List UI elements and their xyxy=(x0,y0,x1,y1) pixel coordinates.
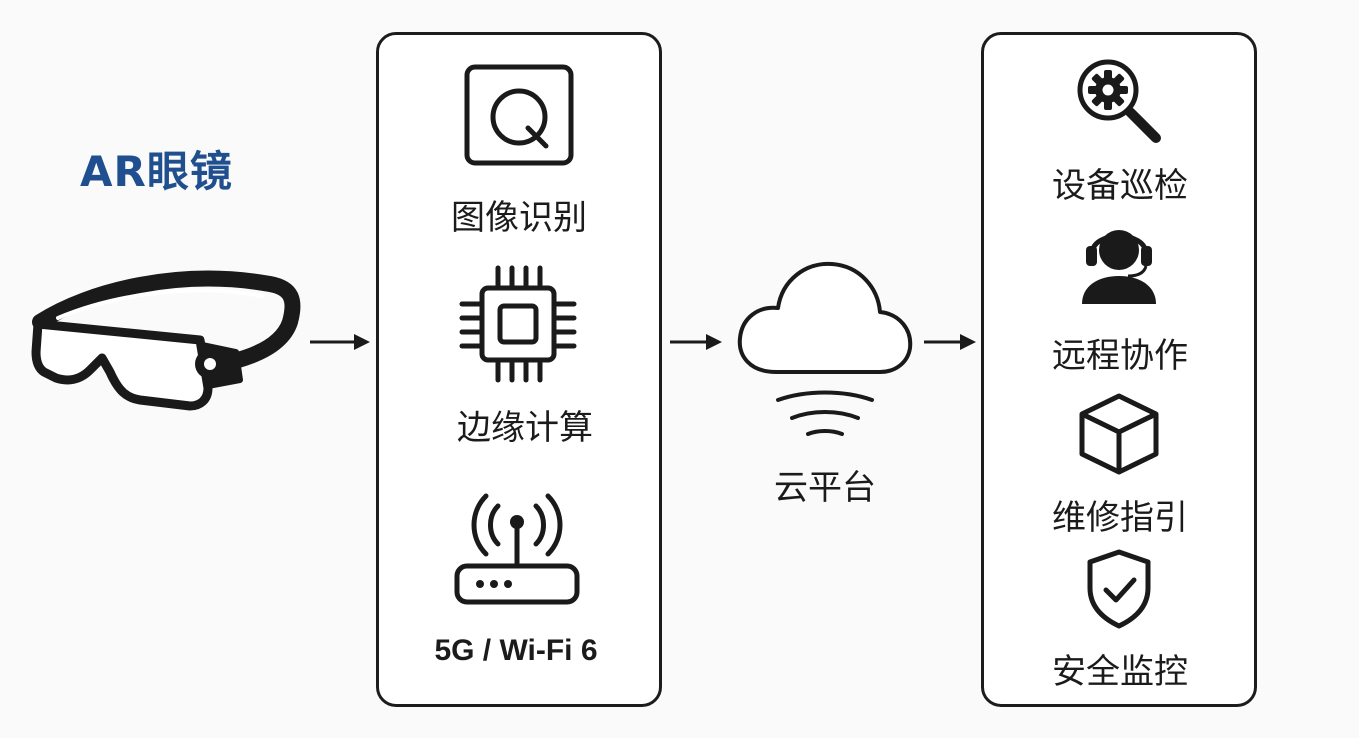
wireless-router-icon xyxy=(454,493,580,605)
cube-icon xyxy=(1079,393,1159,475)
gear-search-icon xyxy=(1077,59,1161,143)
service-item-label-remote-collab: 远程协作 xyxy=(1052,336,1188,376)
arrow-right-icon xyxy=(310,334,370,350)
service-item-label-safety: 安全监控 xyxy=(1052,652,1188,692)
ar-glasses-icon xyxy=(31,270,301,411)
shield-check-icon xyxy=(1087,549,1151,629)
device-title: AR眼镜 xyxy=(80,147,233,196)
arrow-right-icon xyxy=(924,334,976,350)
cloud-icon xyxy=(737,261,913,436)
arrow-right-icon xyxy=(670,334,722,350)
image-recognition-icon xyxy=(464,64,574,166)
edge-item-label-edge-computing: 边缘计算 xyxy=(457,408,593,448)
chip-icon xyxy=(459,265,577,383)
edge-item-label-image-recognition: 图像识别 xyxy=(451,198,587,238)
cloud-label: 云平台 xyxy=(774,468,876,508)
edge-item-label-network: 5G / Wi-Fi 6 xyxy=(434,634,598,667)
headset-user-icon xyxy=(1082,230,1156,304)
service-item-label-maintenance: 维修指引 xyxy=(1052,498,1188,538)
service-item-label-inspection: 设备巡检 xyxy=(1052,166,1188,206)
